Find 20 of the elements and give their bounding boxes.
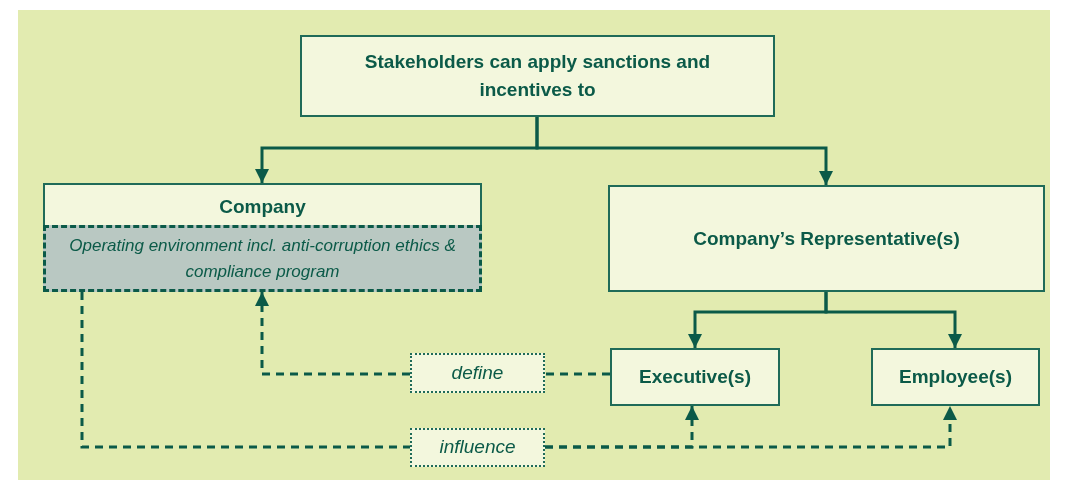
- node-label: Operating environment incl. anti-corruption ethics & compliance program: [68, 234, 457, 283]
- dashed-region: [43, 225, 482, 292]
- node-label: Executive(s): [638, 365, 752, 389]
- node-label: define: [451, 360, 504, 385]
- process-box: [43, 183, 482, 292]
- dashed-arrow: [255, 292, 410, 376]
- node-label: influence: [439, 435, 516, 460]
- process-box: [610, 348, 780, 406]
- arrow: [824, 292, 962, 348]
- arrow: [535, 117, 833, 185]
- process-box: [300, 35, 775, 117]
- node-label: Company: [218, 195, 307, 219]
- node-label: Company’s Representative(s): [692, 226, 961, 251]
- process-box: [871, 348, 1040, 406]
- edge-label-box: [410, 428, 545, 467]
- node-label: Stakeholders can apply sanctions and incentives to: [363, 50, 712, 102]
- dashed-arrow: [545, 406, 957, 449]
- node-label: Employee(s): [898, 365, 1013, 389]
- process-box: [608, 185, 1045, 292]
- edge-label-box: [410, 353, 545, 393]
